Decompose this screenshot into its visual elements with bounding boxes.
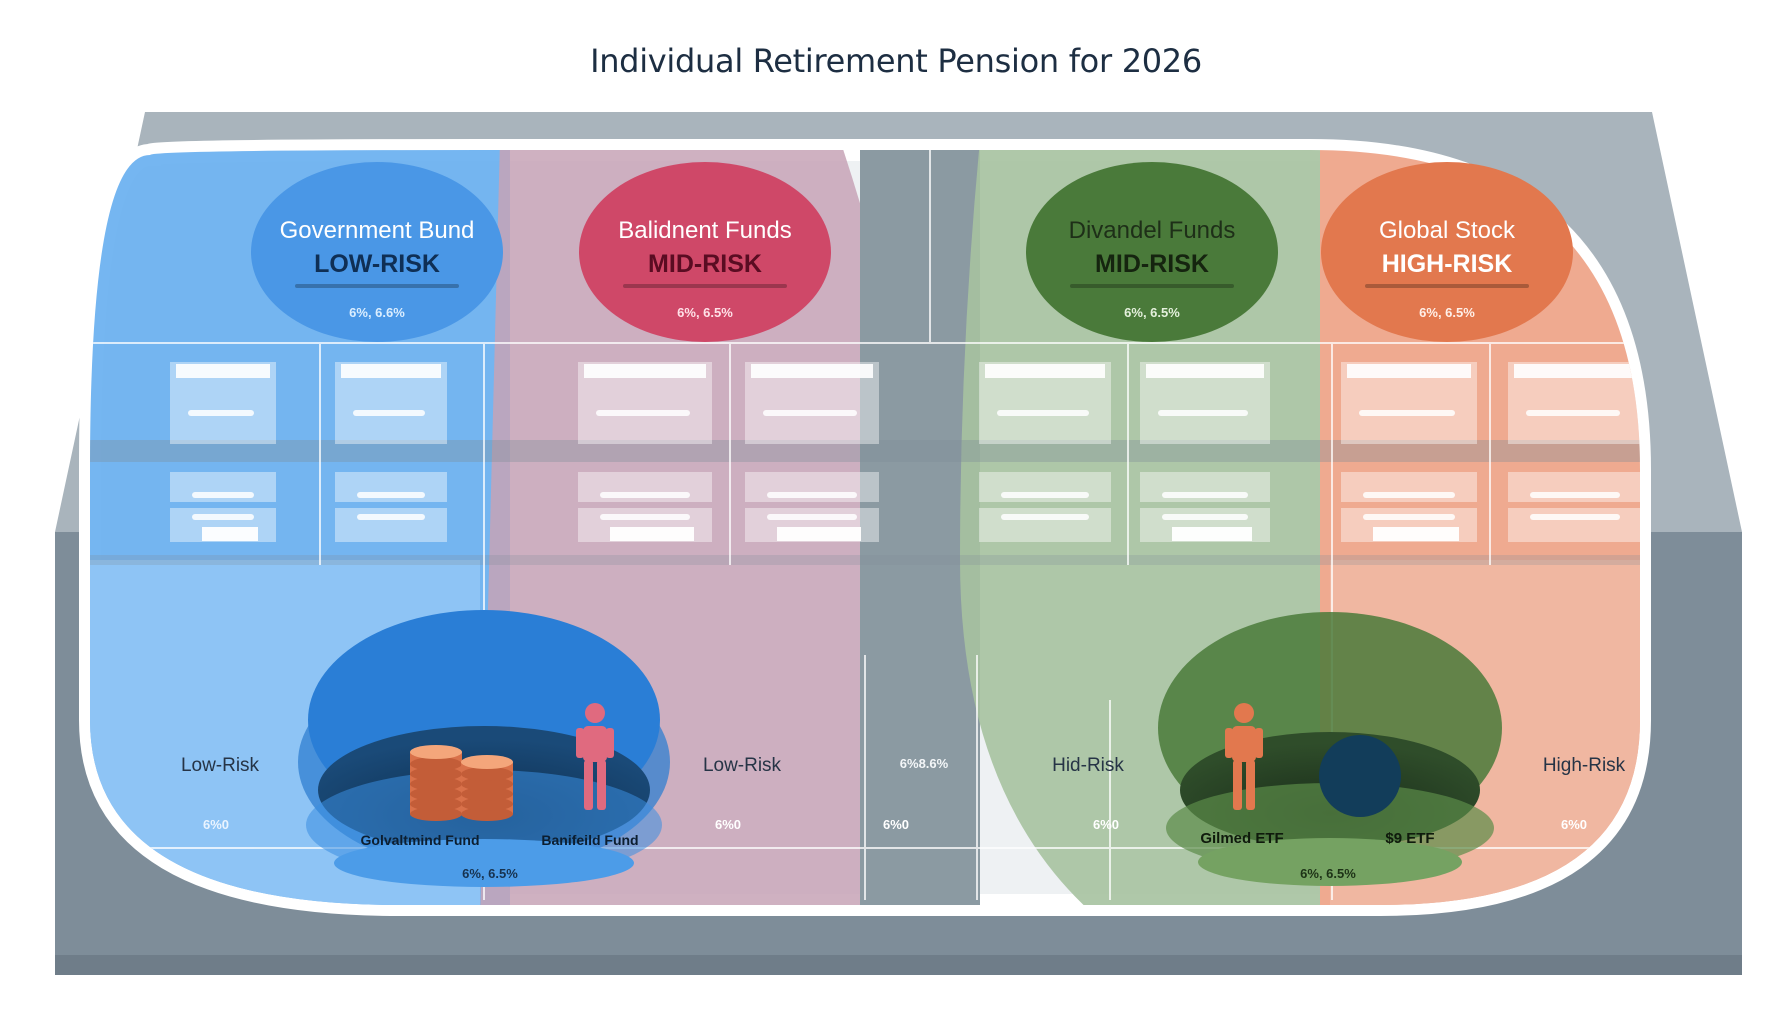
badge-fine-print [1070,284,1234,288]
dark-ball-icon [1319,735,1401,817]
table-cell-group [1140,362,1270,542]
badge-risk-1: MID-RISK [648,250,762,278]
middle-band [90,440,1640,462]
badge-green [1026,162,1278,342]
row-label-low-risk-center: Low-Risk [702,755,782,776]
row-value-3: 6%0 [1092,817,1120,832]
badge-name-0: Government Bund [279,217,475,244]
pool-green-left-label: Gilmed ETF [1200,830,1284,847]
pool-green-right-label: $9 ETF [1385,830,1435,847]
pool-green [1158,612,1502,886]
pool-blue-bottom [334,839,634,887]
table-cell-group [170,362,276,542]
table-cell-group [979,362,1111,542]
badge-name-3: Global Stock [1378,217,1516,244]
badge-risk-3: HIGH-RISK [1381,250,1513,278]
column-slate-mid [860,150,980,905]
coins-icon [410,745,513,821]
badge-value-2: 6%, 6.5% [1124,305,1180,320]
table-cell-group [1341,362,1477,542]
badge-value-0: 6%, 6.6% [349,305,405,320]
badge-orange [1321,162,1573,342]
frame-bottom-shadow [55,955,1742,975]
row-value-1: 6%0 [714,817,742,832]
pool-green-value: 6%, 6.5% [1300,866,1356,881]
pool-blue-right-label: Banifeild Fund [541,832,639,848]
table-blocks [170,362,1640,542]
pool-blue-left-label: Golvaltmind Fund [360,832,480,848]
table-cell-group [335,362,447,542]
badge-risk-2: MID-RISK [1095,250,1209,278]
pool-green-bottom [1198,838,1462,886]
badge-fine-print [295,284,459,288]
table-cell-group [578,362,712,542]
badge-fine-print [1365,284,1529,288]
page-title: Individual Retirement Pension for 2026 [590,42,1202,80]
lower-band [90,555,1640,565]
person-orange-icon [1225,703,1263,810]
risk-badges [251,162,1573,342]
person-pink-icon [576,703,614,810]
pool-blue-value: 6%, 6.5% [462,866,518,881]
badge-value-1: 6%, 6.5% [677,305,733,320]
table-cell-group [745,362,879,542]
badge-blue [251,162,503,342]
badge-pink [579,162,831,342]
row-value-2: 6%0 [882,817,910,832]
center-value: 6%8.6% [899,756,949,771]
row-label-high-risk: High-Risk [1542,755,1626,776]
badge-value-3: 6%, 6.5% [1419,305,1475,320]
badge-fine-print [623,284,787,288]
table-cell-group [1508,362,1640,542]
badge-risk-0: LOW-RISK [314,250,440,278]
badge-name-2: Divandel Funds [1068,217,1236,244]
row-value-0: 6%0 [202,817,230,832]
row-value-4: 6%0 [1560,817,1588,832]
pool-blue [298,610,670,887]
row-label-low-risk-left: Low-Risk [180,755,260,776]
row-label-hid-risk: Hid-Risk [1052,755,1124,776]
badge-name-1: Balidnent Funds [618,217,792,244]
